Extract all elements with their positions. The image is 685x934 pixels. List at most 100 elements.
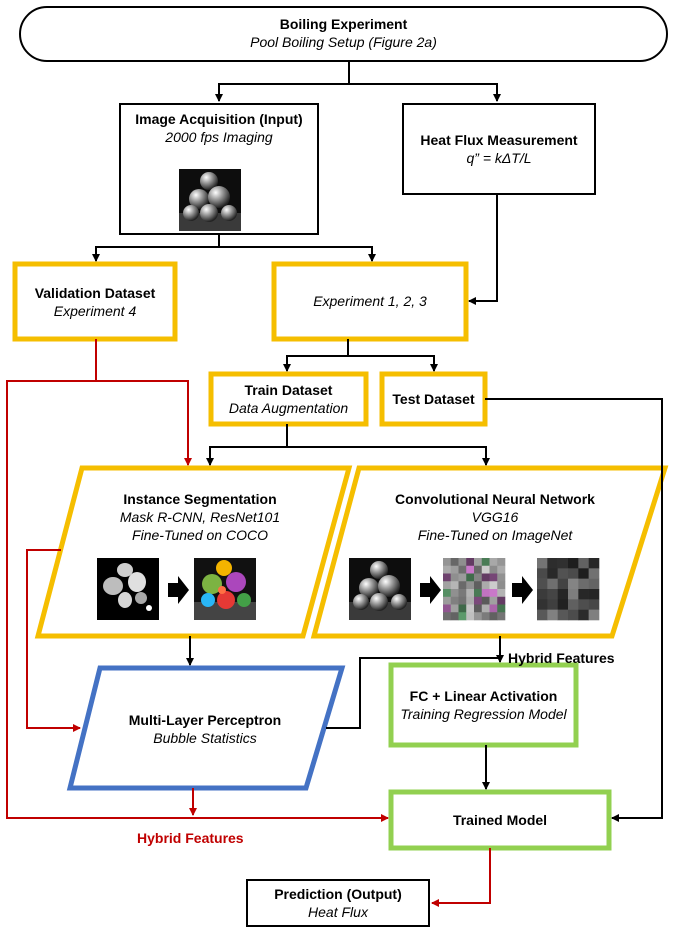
filter-cell — [450, 558, 459, 567]
fc-linear-node — [388, 662, 579, 748]
filter-cell — [497, 612, 506, 621]
feature-cell — [588, 568, 600, 579]
test-dataset-label: Test Dataset — [382, 390, 485, 408]
experiments-node — [271, 261, 469, 342]
feature-cell — [557, 609, 569, 621]
feature-cell — [547, 568, 558, 579]
feature-cell — [547, 609, 558, 621]
filter-cell — [474, 565, 483, 574]
train-dataset-subtitle: Data Augmentation — [228, 400, 349, 416]
feature-cell — [557, 589, 569, 600]
train-dataset-label: Train Dataset Data Augmentation — [211, 381, 366, 417]
fc-linear-title: FC + Linear Activation — [409, 688, 558, 704]
heat-flux-measurement-node — [402, 103, 596, 195]
feature-cell — [588, 609, 600, 621]
filter-cell — [458, 565, 467, 574]
red-connectors — [6, 339, 491, 907]
filter-cell — [443, 604, 452, 613]
heat-flux-formula: q” = kΔT/L — [466, 150, 532, 166]
feature-cell — [588, 589, 600, 600]
validation-dataset-label: Validation Dataset Experiment 4 — [15, 284, 175, 320]
filter-cell — [458, 589, 467, 598]
filter-cell — [443, 565, 452, 574]
boiling-experiment-subtitle: Pool Boiling Setup (Figure 2a) — [250, 34, 437, 50]
bubble-image-acquisition — [179, 169, 241, 231]
experiments-subtitle: Experiment 1, 2, 3 — [313, 293, 427, 309]
filter-cell — [489, 558, 498, 567]
feature-cell — [547, 578, 558, 590]
filter-cell — [489, 589, 498, 598]
filter-cell — [474, 604, 483, 613]
filter-cell — [443, 596, 452, 605]
feature-cell — [557, 578, 569, 590]
filter-cell — [466, 581, 475, 590]
feature-cell — [578, 589, 589, 600]
test-dataset-node — [379, 371, 488, 427]
feature-cell — [557, 568, 569, 579]
thick-arrow-icon — [512, 576, 533, 604]
filter-cell — [458, 596, 467, 605]
validation-dataset-subtitle: Experiment 4 — [53, 303, 137, 319]
heat-flux-title: Heat Flux Measurement — [420, 132, 578, 148]
fc-linear-subtitle: Training Regression Model — [400, 706, 567, 722]
filter-cell — [497, 565, 506, 574]
filter-cell — [466, 604, 475, 613]
trained-model-node — [388, 789, 612, 851]
prediction-label: Prediction (Output) Heat Flux — [247, 885, 429, 921]
filter-cell — [466, 573, 475, 582]
filter-cell — [443, 573, 452, 582]
feature-cell — [568, 558, 579, 569]
segmented-bubble-image — [194, 558, 256, 620]
filter-cell — [474, 589, 483, 598]
cnn-feature-map-image — [537, 558, 600, 621]
filter-cell — [466, 589, 475, 598]
feature-cell — [547, 558, 558, 569]
heat-flux-label: Heat Flux Measurement q” = kΔT/L — [403, 131, 595, 167]
cnn-label: Convolutional Neural Network VGG16 Fine-… — [350, 490, 640, 544]
experiments-label: Experiment 1, 2, 3 — [274, 292, 466, 310]
filter-cell — [481, 581, 490, 590]
boiling-experiment-label: Boiling Experiment Pool Boiling Setup (F… — [20, 15, 667, 51]
filter-cell — [474, 558, 483, 567]
feature-cell — [568, 578, 579, 590]
filter-cell — [481, 558, 490, 567]
train-dataset-node — [208, 371, 369, 427]
thick-arrow-icon — [168, 576, 189, 604]
filter-cell — [497, 596, 506, 605]
trained-model-label: Trained Model — [391, 811, 609, 829]
image-acquisition-title: Image Acquisition (Input) — [135, 111, 303, 127]
filter-cell — [489, 596, 498, 605]
feature-cell — [568, 589, 579, 600]
filter-cell — [458, 612, 467, 621]
image-acquisition-label: Image Acquisition (Input) 2000 fps Imagi… — [135, 110, 303, 146]
filter-cell — [497, 604, 506, 613]
filter-cell — [450, 581, 459, 590]
filter-cell — [458, 558, 467, 567]
filter-cell — [443, 558, 452, 567]
filter-cell — [481, 565, 490, 574]
filter-cell — [458, 573, 467, 582]
black-connectors — [92, 61, 663, 822]
hybrid-features-red-label: Hybrid Features — [137, 830, 244, 846]
boiling-experiment-node — [19, 6, 668, 62]
feature-cell — [568, 609, 579, 621]
instance-segmentation-finetune: Fine-Tuned on COCO — [132, 527, 268, 543]
feature-cell — [537, 558, 548, 569]
filter-cell — [450, 573, 459, 582]
mlp-title: Multi-Layer Perceptron — [128, 712, 282, 728]
image-acquisition-subtitle: 2000 fps Imaging — [165, 129, 273, 145]
prediction-node — [246, 879, 430, 927]
filter-cell — [450, 612, 459, 621]
feature-cell — [578, 558, 589, 569]
cnn-input-bubble-image — [349, 558, 411, 620]
feature-cell — [537, 578, 548, 590]
filter-cell — [474, 573, 483, 582]
feature-cell — [568, 568, 579, 579]
feature-cell — [588, 578, 600, 590]
hybrid-features-black-label: Hybrid Features — [508, 650, 615, 666]
validation-dataset-title: Validation Dataset — [34, 285, 156, 301]
thick-arrow-icon — [420, 576, 441, 604]
filter-cell — [481, 612, 490, 621]
filter-cell — [443, 581, 452, 590]
